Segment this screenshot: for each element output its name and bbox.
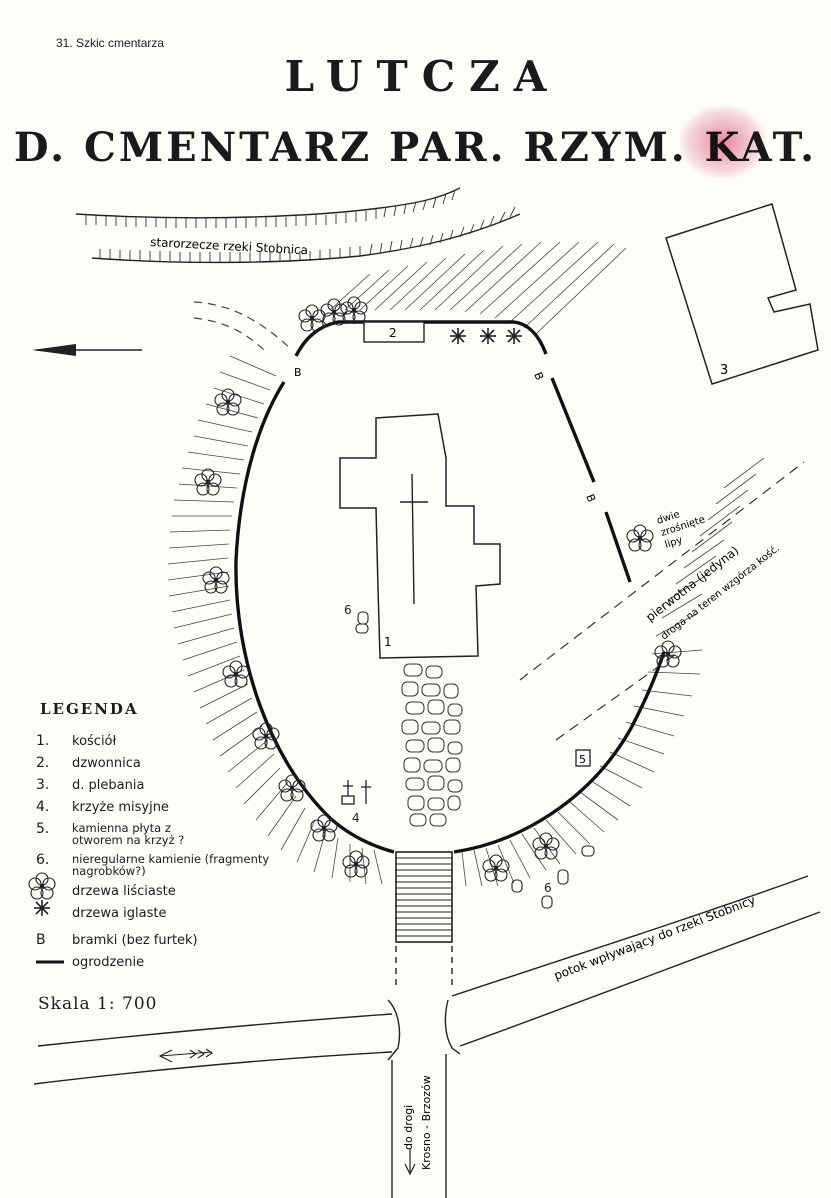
cemetery-fence [234, 320, 666, 854]
red-stamp-mark [680, 106, 766, 178]
gate-marker: B [583, 492, 598, 504]
legend-label: drzewa iglaste [72, 906, 167, 921]
belfry-number: 2 [389, 326, 397, 340]
access-road [387, 946, 461, 1198]
legend-item: 1. kościół [34, 733, 394, 750]
legend-item: 5. kamienna płyta z otworem na krzyż ? [34, 821, 394, 847]
legend-label: bramki (bez furtek) [72, 933, 198, 948]
legend-item: drzewa iglaste [34, 906, 394, 921]
irregular-stones: 6 6 [344, 603, 595, 909]
legend-key: 4. [36, 799, 50, 815]
legend-label: kościół [72, 734, 117, 749]
stone-slab: 5 [575, 749, 591, 767]
stream-label: potok wpływający do rzeki Stobnicy [552, 893, 757, 983]
church: 1 [339, 413, 501, 659]
east-slope-hatching [461, 457, 765, 887]
legend-key: B [36, 932, 46, 948]
road-destination-line1: do drogi [402, 1105, 415, 1150]
legend-label: nieregularne kamienie (fragmenty nagrobk… [72, 852, 270, 878]
north-slope-hatching [329, 241, 627, 335]
legend-item: 4. krzyże misyjne [34, 799, 394, 816]
legend-label: kamienna płyta z otworem na krzyż ? [72, 821, 185, 847]
parsonage: 3 [665, 203, 819, 385]
gate-marker: B [294, 366, 302, 379]
title-village: LUTCZA [284, 52, 561, 101]
bottom-river [33, 1013, 393, 1085]
legend-key: 5. [36, 821, 50, 837]
legend-key: 6. [36, 852, 50, 868]
legend-label: drzewa liściaste [72, 884, 176, 899]
oxbow-hatching [85, 189, 516, 262]
legend-title: LEGENDA [40, 700, 139, 718]
oxbow-label: starorzecze rzeki Stobnica [150, 235, 308, 257]
parsonage-number: 3 [720, 363, 728, 378]
belfry: 2 [363, 321, 425, 343]
stone-path [401, 663, 463, 827]
church-number: 1 [384, 635, 392, 649]
slab-number: 5 [579, 753, 586, 766]
old-path-dashed [193, 301, 293, 355]
legend-item: 2. dzwonnica [34, 755, 394, 772]
legend-label: ogrodzenie [72, 955, 145, 970]
coniferous-trees [449, 327, 523, 345]
entrance-stairs [395, 851, 453, 943]
original-road-dashed [519, 461, 805, 741]
oxbow-banks [75, 187, 521, 264]
stones-number: 6 [544, 881, 552, 895]
legend: LEGENDA 1. kościół 2. dzwonnica 3. d. pl… [34, 700, 394, 977]
legend-item: drzewa liściaste [34, 884, 394, 899]
legend-key: 1. [36, 733, 50, 749]
linden-note-line3: lipy [664, 535, 684, 551]
legend-key: 3. [36, 777, 50, 793]
page-caption: 31. Szkic cmentarza [56, 36, 165, 50]
legend-label: krzyże misyjne [72, 800, 169, 815]
road-destination-line2: Krosno - Brzozów [420, 1075, 433, 1170]
legend-item: ogrodzenie [34, 955, 394, 970]
legend-label: dzwonnica [72, 756, 141, 771]
legend-item: 6. nieregularne kamienie (fragmenty nagr… [34, 852, 394, 878]
legend-item: 3. d. plebania [34, 777, 394, 794]
legend-symbols [28, 872, 64, 964]
legend-label: d. plebania [72, 778, 145, 793]
flow-arrow-icon [158, 1048, 213, 1063]
down-arrow-icon [404, 1148, 416, 1176]
north-arrow [32, 344, 142, 356]
scale-label: Skala 1: 700 [38, 994, 158, 1014]
stream [451, 875, 821, 1047]
legend-item: B bramki (bez furtek) [34, 932, 394, 949]
gate-marker: B [531, 370, 546, 382]
mission-crosses: 4 [341, 780, 371, 825]
stones-number: 6 [344, 603, 352, 617]
crosses-number: 4 [352, 811, 360, 825]
legend-key: 2. [36, 755, 50, 771]
